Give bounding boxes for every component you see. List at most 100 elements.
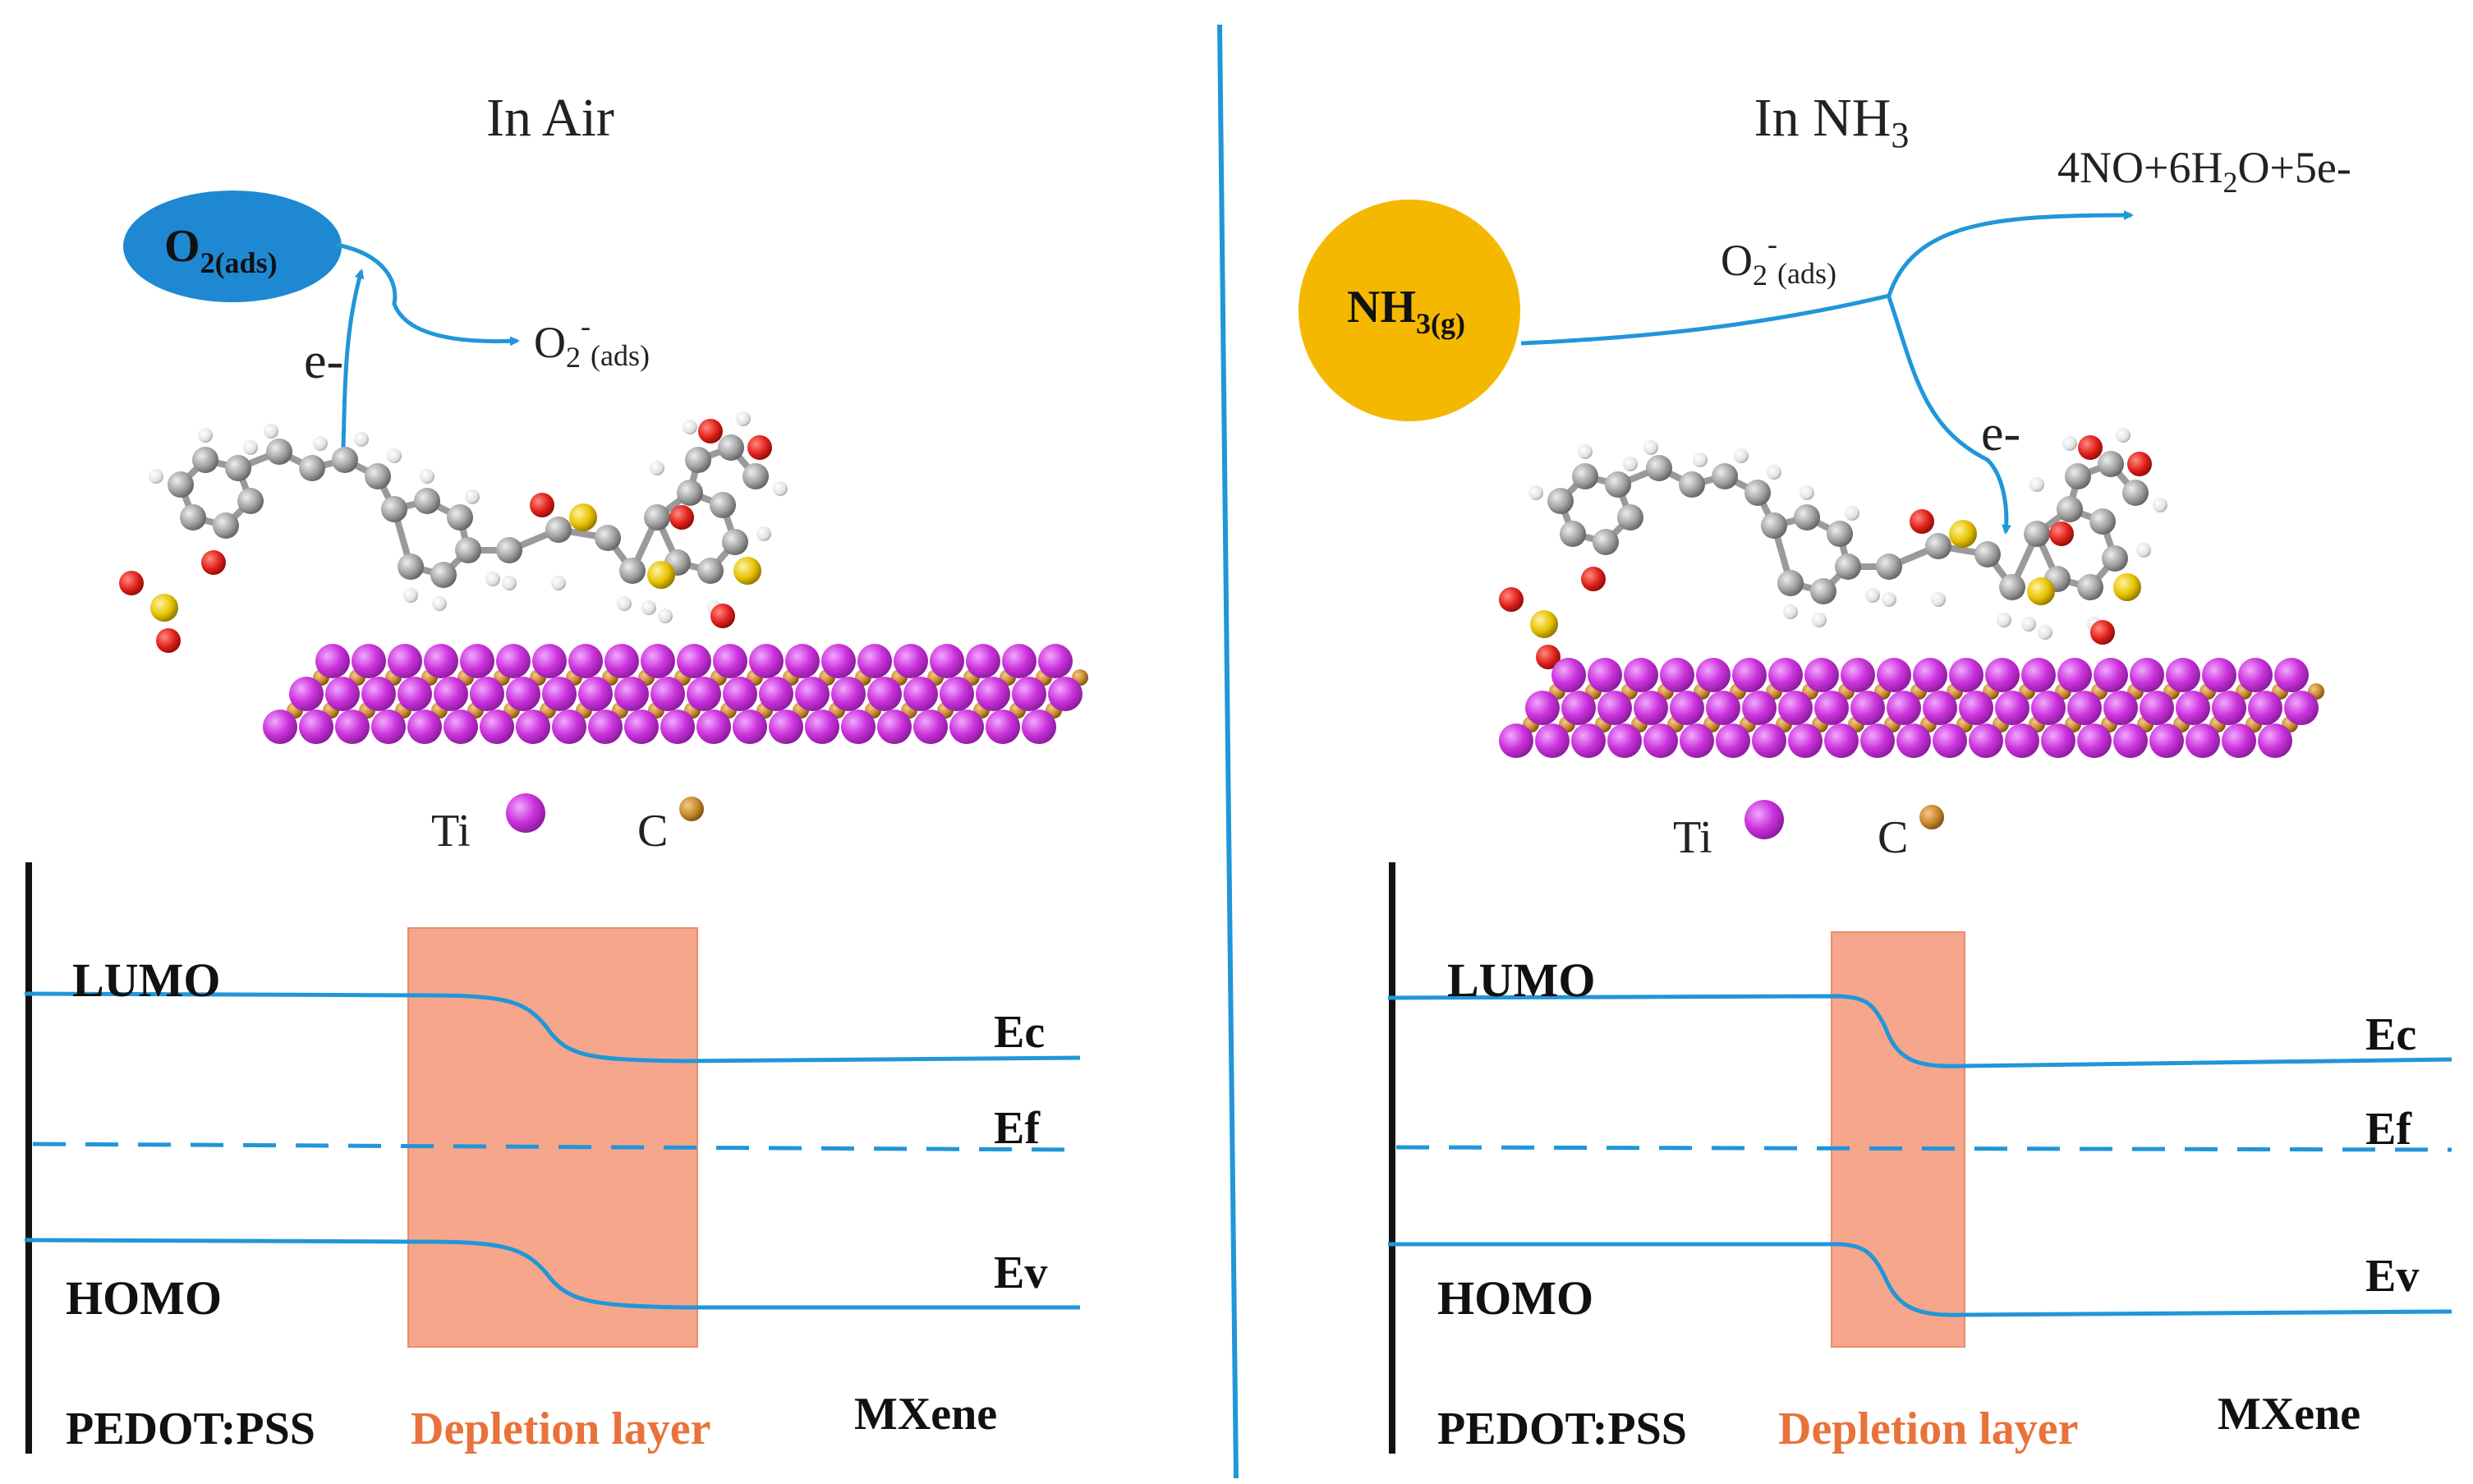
titanium-atom	[966, 644, 1000, 678]
hydrogen-atom	[1997, 613, 2011, 627]
titanium-atom	[1742, 691, 1777, 725]
carbon-atom	[2057, 496, 2083, 522]
titanium-atom	[1877, 658, 1911, 692]
titanium-atom	[388, 644, 422, 678]
titanium-atom	[1959, 691, 1993, 725]
titanium-atom	[315, 644, 350, 678]
carbon-atom	[1547, 488, 1574, 514]
titanium-atom	[444, 710, 478, 744]
hydrogen-atom	[1800, 485, 1814, 500]
titanium-atom	[516, 710, 550, 744]
carbon-atom	[1974, 541, 2001, 567]
titanium-atom	[542, 677, 577, 711]
titanium-atom	[2067, 691, 2102, 725]
mxene-label: MXene	[2218, 1389, 2360, 1440]
hydrogen-atom	[641, 600, 656, 615]
hydrogen-atom	[1931, 592, 1946, 607]
hydrogen-atom	[387, 448, 402, 463]
carbon-atom	[192, 447, 218, 473]
homo-label: HOMO	[66, 1271, 222, 1325]
sulfur-atom	[150, 594, 178, 622]
titanium-atom	[687, 677, 721, 711]
depletion-layer-region	[1831, 931, 1965, 1348]
titanium-atom	[1624, 658, 1658, 692]
titanium-atom	[2041, 724, 2075, 758]
titanium-atom	[1680, 724, 1714, 758]
titanium-atom	[723, 677, 757, 711]
nh3-molecule-circle	[1299, 200, 1520, 421]
legend-c-atom	[679, 797, 704, 821]
carbon-atom	[595, 525, 621, 551]
titanium-atom	[1913, 658, 1947, 692]
oxygen-atom	[2127, 452, 2152, 476]
titanium-atom	[1985, 658, 2020, 692]
hydrogen-atom	[551, 576, 566, 590]
pedot-pss-molecule	[119, 411, 788, 653]
valence-band-edge	[24, 1238, 1080, 1310]
titanium-atom	[1499, 724, 1533, 758]
ec-label: Ec	[2365, 1009, 2416, 1060]
titanium-atom	[532, 644, 567, 678]
titanium-atom	[263, 710, 297, 744]
hydrogen-atom	[1812, 613, 1827, 627]
titanium-atom	[759, 677, 793, 711]
titanium-atom	[398, 677, 432, 711]
carbon-atom	[365, 463, 391, 489]
titanium-atom	[614, 677, 649, 711]
carbon-atom	[710, 492, 736, 518]
mxene-slab	[263, 644, 1088, 744]
titanium-atom	[1597, 691, 1632, 725]
titanium-atom	[795, 677, 830, 711]
titanium-atom	[1949, 658, 1983, 692]
titanium-atom	[1896, 724, 1931, 758]
carbon-atom	[1761, 512, 1787, 539]
titanium-atom	[2021, 658, 2056, 692]
carbon-atom	[1744, 480, 1771, 506]
titanium-atom	[1814, 691, 1849, 725]
carbon-atom	[1794, 504, 1820, 531]
titanium-atom	[1768, 658, 1803, 692]
fermi-level-line	[1395, 1145, 2452, 1152]
carbon-atom	[332, 447, 358, 473]
depletion-layer-label: Depletion layer	[1778, 1404, 2078, 1454]
titanium-atom	[1535, 724, 1570, 758]
titanium-atom	[335, 710, 370, 744]
titanium-atom	[1551, 658, 1586, 692]
titanium-atom	[2031, 691, 2066, 725]
carbon-atom	[213, 512, 239, 539]
titanium-atom	[552, 710, 586, 744]
titanium-atom	[352, 644, 386, 678]
titanium-atom	[1706, 691, 1740, 725]
titanium-atom	[2284, 691, 2319, 725]
carbon-atom	[545, 517, 572, 543]
titanium-atom	[1643, 724, 1678, 758]
carbon-atom	[644, 504, 670, 531]
titanium-atom	[1022, 710, 1056, 744]
titanium-atom	[407, 710, 442, 744]
titanium-atom	[1561, 691, 1596, 725]
carbon-atom	[2077, 574, 2103, 600]
titanium-atom	[568, 644, 603, 678]
carbon-atom	[697, 558, 724, 584]
titanium-atom	[1788, 724, 1823, 758]
o2-molecule-ellipse	[123, 191, 342, 302]
homo-label: HOMO	[1437, 1271, 1593, 1325]
hydrogen-atom	[1865, 588, 1880, 603]
carbon-atom	[718, 434, 744, 461]
hydrogen-atom	[1578, 444, 1593, 459]
titanium-atom	[2103, 691, 2138, 725]
hydrogen-atom	[650, 461, 664, 476]
carbon-atom	[2098, 451, 2124, 477]
carbon-atom	[1679, 471, 1705, 498]
titanium-atom	[371, 710, 406, 744]
conduction-band-edge	[24, 991, 1081, 1064]
electron-release-arrow	[1887, 296, 2011, 535]
carbon-atom	[299, 455, 325, 481]
oxygen-atom	[698, 419, 723, 443]
carbon-atom	[2065, 463, 2091, 489]
titanium-atom	[785, 644, 820, 678]
hydrogen-atom	[420, 469, 434, 484]
titanium-atom	[857, 644, 892, 678]
titanium-atom	[588, 710, 623, 744]
oxygen-atom	[1581, 567, 1606, 591]
